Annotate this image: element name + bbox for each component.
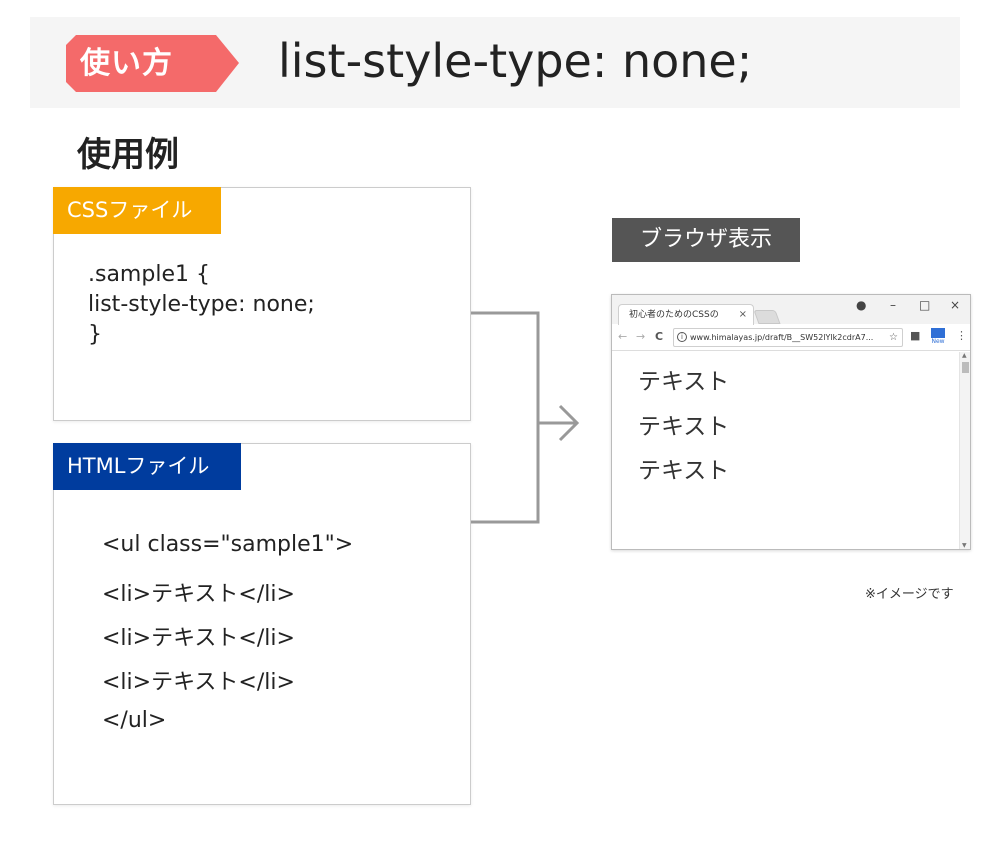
html-code-line: <li>テキスト</li> [102,582,295,607]
new-badge-text: New [931,338,945,345]
scroll-thumb[interactable] [962,362,969,373]
camera-icon[interactable]: ■ [910,329,921,342]
tab-bar: 初心者のためのCSSの × ● – □ × [612,295,970,325]
html-file-card: HTMLファイル <ul class="sample1"> <li>テキスト</… [53,443,471,805]
css-file-label: CSSファイル [53,187,221,234]
forward-icon[interactable]: → [636,330,646,343]
address-bar[interactable]: i www.himalayas.jp/draft/B__SW52lYlk2cdr… [673,328,903,347]
browser-tab[interactable]: 初心者のためのCSSの × [618,304,754,325]
html-file-label: HTMLファイル [53,443,241,490]
usage-badge: 使い方 [66,35,239,92]
html-code-line: </ul> [102,708,167,733]
info-icon: i [677,332,687,342]
maximize-icon[interactable]: □ [919,298,931,312]
new-tab-button[interactable] [753,310,781,324]
html-code-line: <li>テキスト</li> [102,626,295,651]
browser-display-label: ブラウザ表示 [612,218,800,262]
list-item: テキスト [638,458,730,484]
image-note: ※イメージです [865,587,954,602]
profile-icon[interactable]: ● [856,298,867,312]
vertical-scrollbar[interactable]: ▲ ▼ [959,352,970,549]
extension-new-icon[interactable]: New [930,328,946,346]
html-code-line: <ul class="sample1"> [102,532,354,557]
minimize-icon[interactable]: – [890,298,896,312]
tab-title: 初心者のためのCSSの [629,310,719,320]
html-code-line: <li>テキスト</li> [102,670,295,695]
bookmark-star-icon[interactable]: ☆ [889,332,898,343]
scroll-down-icon[interactable]: ▼ [962,542,967,549]
back-icon[interactable]: ← [618,330,628,343]
menu-icon[interactable]: ⋮ [956,329,967,342]
reload-icon[interactable]: C [655,330,664,343]
url-text: www.himalayas.jp/draft/B__SW52lYlk2cdrA7… [690,333,874,342]
close-icon[interactable]: × [950,298,961,312]
tab-close-icon[interactable]: × [738,309,747,320]
browser-viewport: テキスト テキスト テキスト [612,352,960,549]
page-title: list-style-type: none; [278,34,753,88]
section-title: 使用例 [77,135,179,175]
css-code-line: .sample1 { [88,262,210,287]
css-file-card: CSSファイル .sample1 { list-style-type: none… [53,187,471,421]
connector-arrow [471,311,580,524]
css-code-line: } [88,322,102,347]
scroll-up-icon[interactable]: ▲ [962,352,967,359]
browser-toolbar: ← → C i www.himalayas.jp/draft/B__SW52lY… [612,325,970,351]
list-item: テキスト [638,369,730,395]
browser-window: 初心者のためのCSSの × ● – □ × ← → C i www.himala… [611,294,971,550]
list-item: テキスト [638,414,730,440]
header-band: 使い方 list-style-type: none; [30,17,960,108]
css-code-line: list-style-type: none; [88,292,315,317]
